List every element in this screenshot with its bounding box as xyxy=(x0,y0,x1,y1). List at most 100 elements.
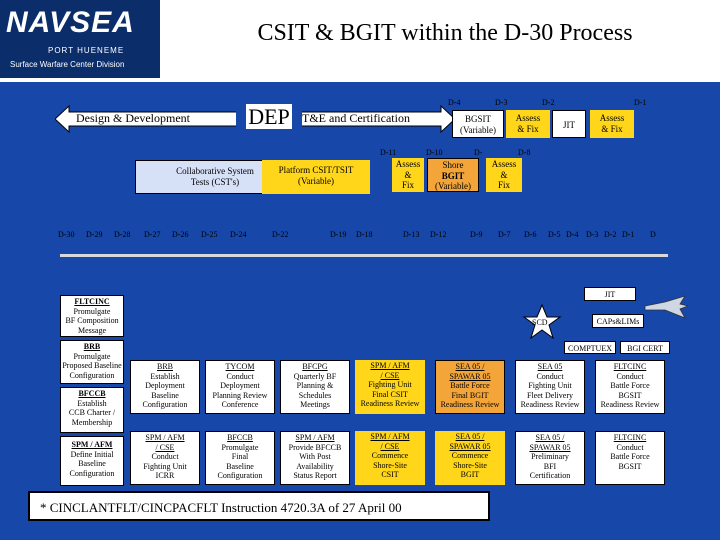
left-fltcinc-line1: Promulgate xyxy=(73,306,111,316)
milestone-text: Battle Force xyxy=(610,381,650,390)
col-label-d1: D-1 xyxy=(634,98,647,107)
jit-top-text: JIT xyxy=(563,120,575,130)
assess-fix-box-d: Assess & Fix xyxy=(486,158,522,192)
caps-lims-box: CAPs&LIMs xyxy=(592,314,644,328)
col-label-d2: D-2 xyxy=(542,98,555,107)
milestone-owner: FLTCINC xyxy=(613,362,647,371)
footnote-text: * CINCLANTFLT/CINCPACFLT Instruction 472… xyxy=(40,500,402,515)
bgsit-box: BGSIT (Variable) xyxy=(452,110,504,138)
milestone-text: Final xyxy=(231,452,249,461)
milestone-owner: SPM / AFM xyxy=(370,361,410,370)
shore-bgit-line1: Shore xyxy=(442,160,464,170)
milestone-owner: SEA 05 / xyxy=(455,362,485,371)
assess-fix-d-line3: Fix xyxy=(497,180,510,190)
timeline-tick-label: D-30 xyxy=(58,230,75,239)
milestone-text: Meetings xyxy=(300,400,330,409)
milestone-owner-2: SPAWAR 05 xyxy=(529,442,571,452)
milestone-text: Shore-Site xyxy=(453,460,487,470)
milestone-owner: SEA 05 / xyxy=(455,432,485,441)
milestone-text: Readiness Review xyxy=(600,400,660,409)
design-development-label: Design & Development xyxy=(76,111,190,125)
left-bfccb-line3: Membership xyxy=(71,417,113,427)
left-bfccb-title: BFCCB xyxy=(78,389,106,398)
cst-line1: Collaborative System xyxy=(176,166,254,176)
milestone-owner-2: SPAWAR 05 xyxy=(449,371,491,381)
milestone-text: With Post xyxy=(299,452,331,461)
bgsit-variable: (Variable) xyxy=(460,125,496,135)
milestone-text: Conduct xyxy=(616,442,644,452)
milestone-text: Availability xyxy=(296,461,334,471)
milestone-owner: SPM / AFM xyxy=(145,433,185,442)
milestone-text: Shore-Site xyxy=(373,460,407,470)
col-label-d9: D- xyxy=(474,148,483,157)
timeline-tick-label: D-25 xyxy=(201,230,218,239)
timeline-tick-label: D-5 xyxy=(548,230,561,239)
milestone-text: Deployment xyxy=(145,381,185,390)
aircraft-icon xyxy=(644,295,690,319)
milestone-owner: BFCPG xyxy=(302,362,328,371)
milestone-text: Conference xyxy=(221,400,259,409)
assess-fix-box-b: Assess & Fix xyxy=(590,110,634,138)
bgi-cert-box: BGI CERT xyxy=(620,341,670,354)
milestone-text: Fighting Unit xyxy=(528,381,572,390)
left-spm-line1: Define Initial xyxy=(70,449,114,459)
assess-fix-d-line2: & xyxy=(500,169,508,180)
assess-fix-box-a: Assess & Fix xyxy=(506,110,550,138)
milestone-text: Planning & xyxy=(296,381,334,390)
dep-text: DEP xyxy=(246,104,292,129)
jit-top-box: JIT xyxy=(552,110,586,138)
milestone-text: Promulgate xyxy=(221,442,259,452)
footnote-box: * CINCLANTFLT/CINCPACFLT Instruction 472… xyxy=(28,491,490,521)
timeline-tick-label: D-29 xyxy=(86,230,103,239)
milestone-text: Readiness Review xyxy=(520,400,580,409)
platform-csit-box: Platform CSIT/TSIT (Variable) xyxy=(262,160,370,194)
assess-fix-box-c: Assess & Fix xyxy=(392,158,424,192)
left-brb-line1: Promulgate xyxy=(73,351,111,361)
milestone-owner-2: SPAWAR 05 xyxy=(449,441,491,451)
comptuex-text: COMPTUEX xyxy=(567,344,612,353)
milestone-text: Final CSIT xyxy=(372,389,408,399)
milestone-text: Conduct xyxy=(151,452,179,461)
milestone-text: Fighting Unit xyxy=(143,461,187,471)
milestone-owner: TYCOM xyxy=(225,362,255,371)
left-fltcinc-line3: Message xyxy=(78,325,106,335)
timeline-tick-label: D-24 xyxy=(230,230,247,239)
te-certification-label: T&E and Certification xyxy=(302,111,410,125)
milestone-text: CSIT xyxy=(381,470,399,479)
bgsit-title: BGSIT xyxy=(464,114,491,124)
milestone-owner: SPM / AFM xyxy=(370,432,410,441)
cst-line2: Tests (CST's) xyxy=(190,177,240,187)
milestone-text: Schedules xyxy=(298,390,332,400)
shore-bgit-line2: BGIT xyxy=(441,170,465,181)
milestone-text: Readiness Review xyxy=(360,399,420,408)
milestone-text: Quarterly BF xyxy=(293,371,337,381)
milestone-text: Conduct xyxy=(536,371,564,381)
milestone-owner: BFCCB xyxy=(227,433,253,442)
left-bfccb-box: BFCCB Establish CCB Charter / Membership xyxy=(60,387,124,433)
assess-fix-b-line1: Assess xyxy=(599,113,625,123)
shore-bgit-box: Shore BGIT (Variable) xyxy=(427,158,479,192)
timeline-tick-label: D-28 xyxy=(114,230,131,239)
scd-star-icon xyxy=(522,304,562,340)
col-label-d10: D-10 xyxy=(426,148,443,157)
left-bfccb-line2: CCB Charter / xyxy=(68,408,116,417)
navsea-logo: NAVSEA PORT HUENEME Surface Warfare Cent… xyxy=(0,0,160,78)
milestone-text: Configuration xyxy=(217,471,263,480)
milestone-text: BGIT xyxy=(460,470,480,479)
milestone-text: Establish xyxy=(150,371,180,381)
milestone-text: Provide BFCCB xyxy=(288,442,342,452)
milestone-text: Conduct xyxy=(226,371,254,381)
milestone-text: Planning Review xyxy=(212,390,268,400)
timeline-tick-label: D-26 xyxy=(172,230,189,239)
milestone-text: ICRR xyxy=(155,471,175,480)
